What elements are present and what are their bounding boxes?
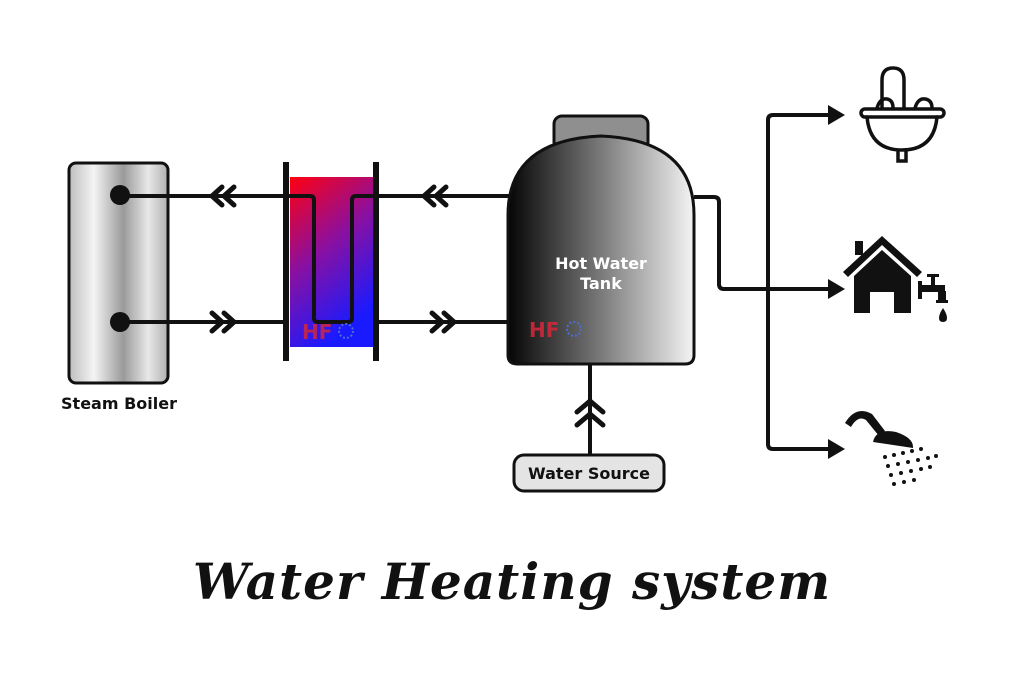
tank-logo: HF <box>529 318 582 342</box>
water-source: Water Source <box>512 364 666 493</box>
arrow-to-house-icon <box>828 279 845 299</box>
flow-arrow-right-icon <box>429 310 457 334</box>
heat-exchanger: HF <box>283 162 379 361</box>
snowflake-sun-icon <box>566 321 582 337</box>
outlet-pipes <box>694 113 830 451</box>
house-tap-icon <box>843 236 948 322</box>
pipes-boiler-hx <box>120 194 286 324</box>
flow-arrow-left-icon <box>421 184 449 208</box>
sink-icon <box>859 66 946 163</box>
tank-label-line1: Hot Water <box>555 254 647 273</box>
shower-water-drops <box>883 447 938 486</box>
hx-logo: HF <box>302 320 354 344</box>
flow-arrow-up-icon <box>574 398 606 428</box>
flow-arrow-left-icon <box>209 184 237 208</box>
arrowheads <box>828 105 845 459</box>
water-source-label: Water Source <box>528 464 650 483</box>
hot-water-tank: Hot Water Tank HF <box>506 114 696 366</box>
snowflake-sun-icon <box>338 323 354 339</box>
arrow-to-sink-icon <box>828 105 845 125</box>
svg-text:HF: HF <box>302 320 332 344</box>
steam-boiler-label: Steam Boiler <box>61 394 177 413</box>
flow-arrow-right-icon <box>209 310 237 334</box>
diagram-title: Water Heating system <box>192 552 832 611</box>
pipes-hx-tank <box>376 194 510 324</box>
arrow-to-shower-icon <box>828 439 845 459</box>
svg-text:HF: HF <box>529 318 559 342</box>
shower-icon <box>845 411 938 486</box>
steam-boiler <box>67 161 170 385</box>
tank-label-line2: Tank <box>580 274 622 293</box>
